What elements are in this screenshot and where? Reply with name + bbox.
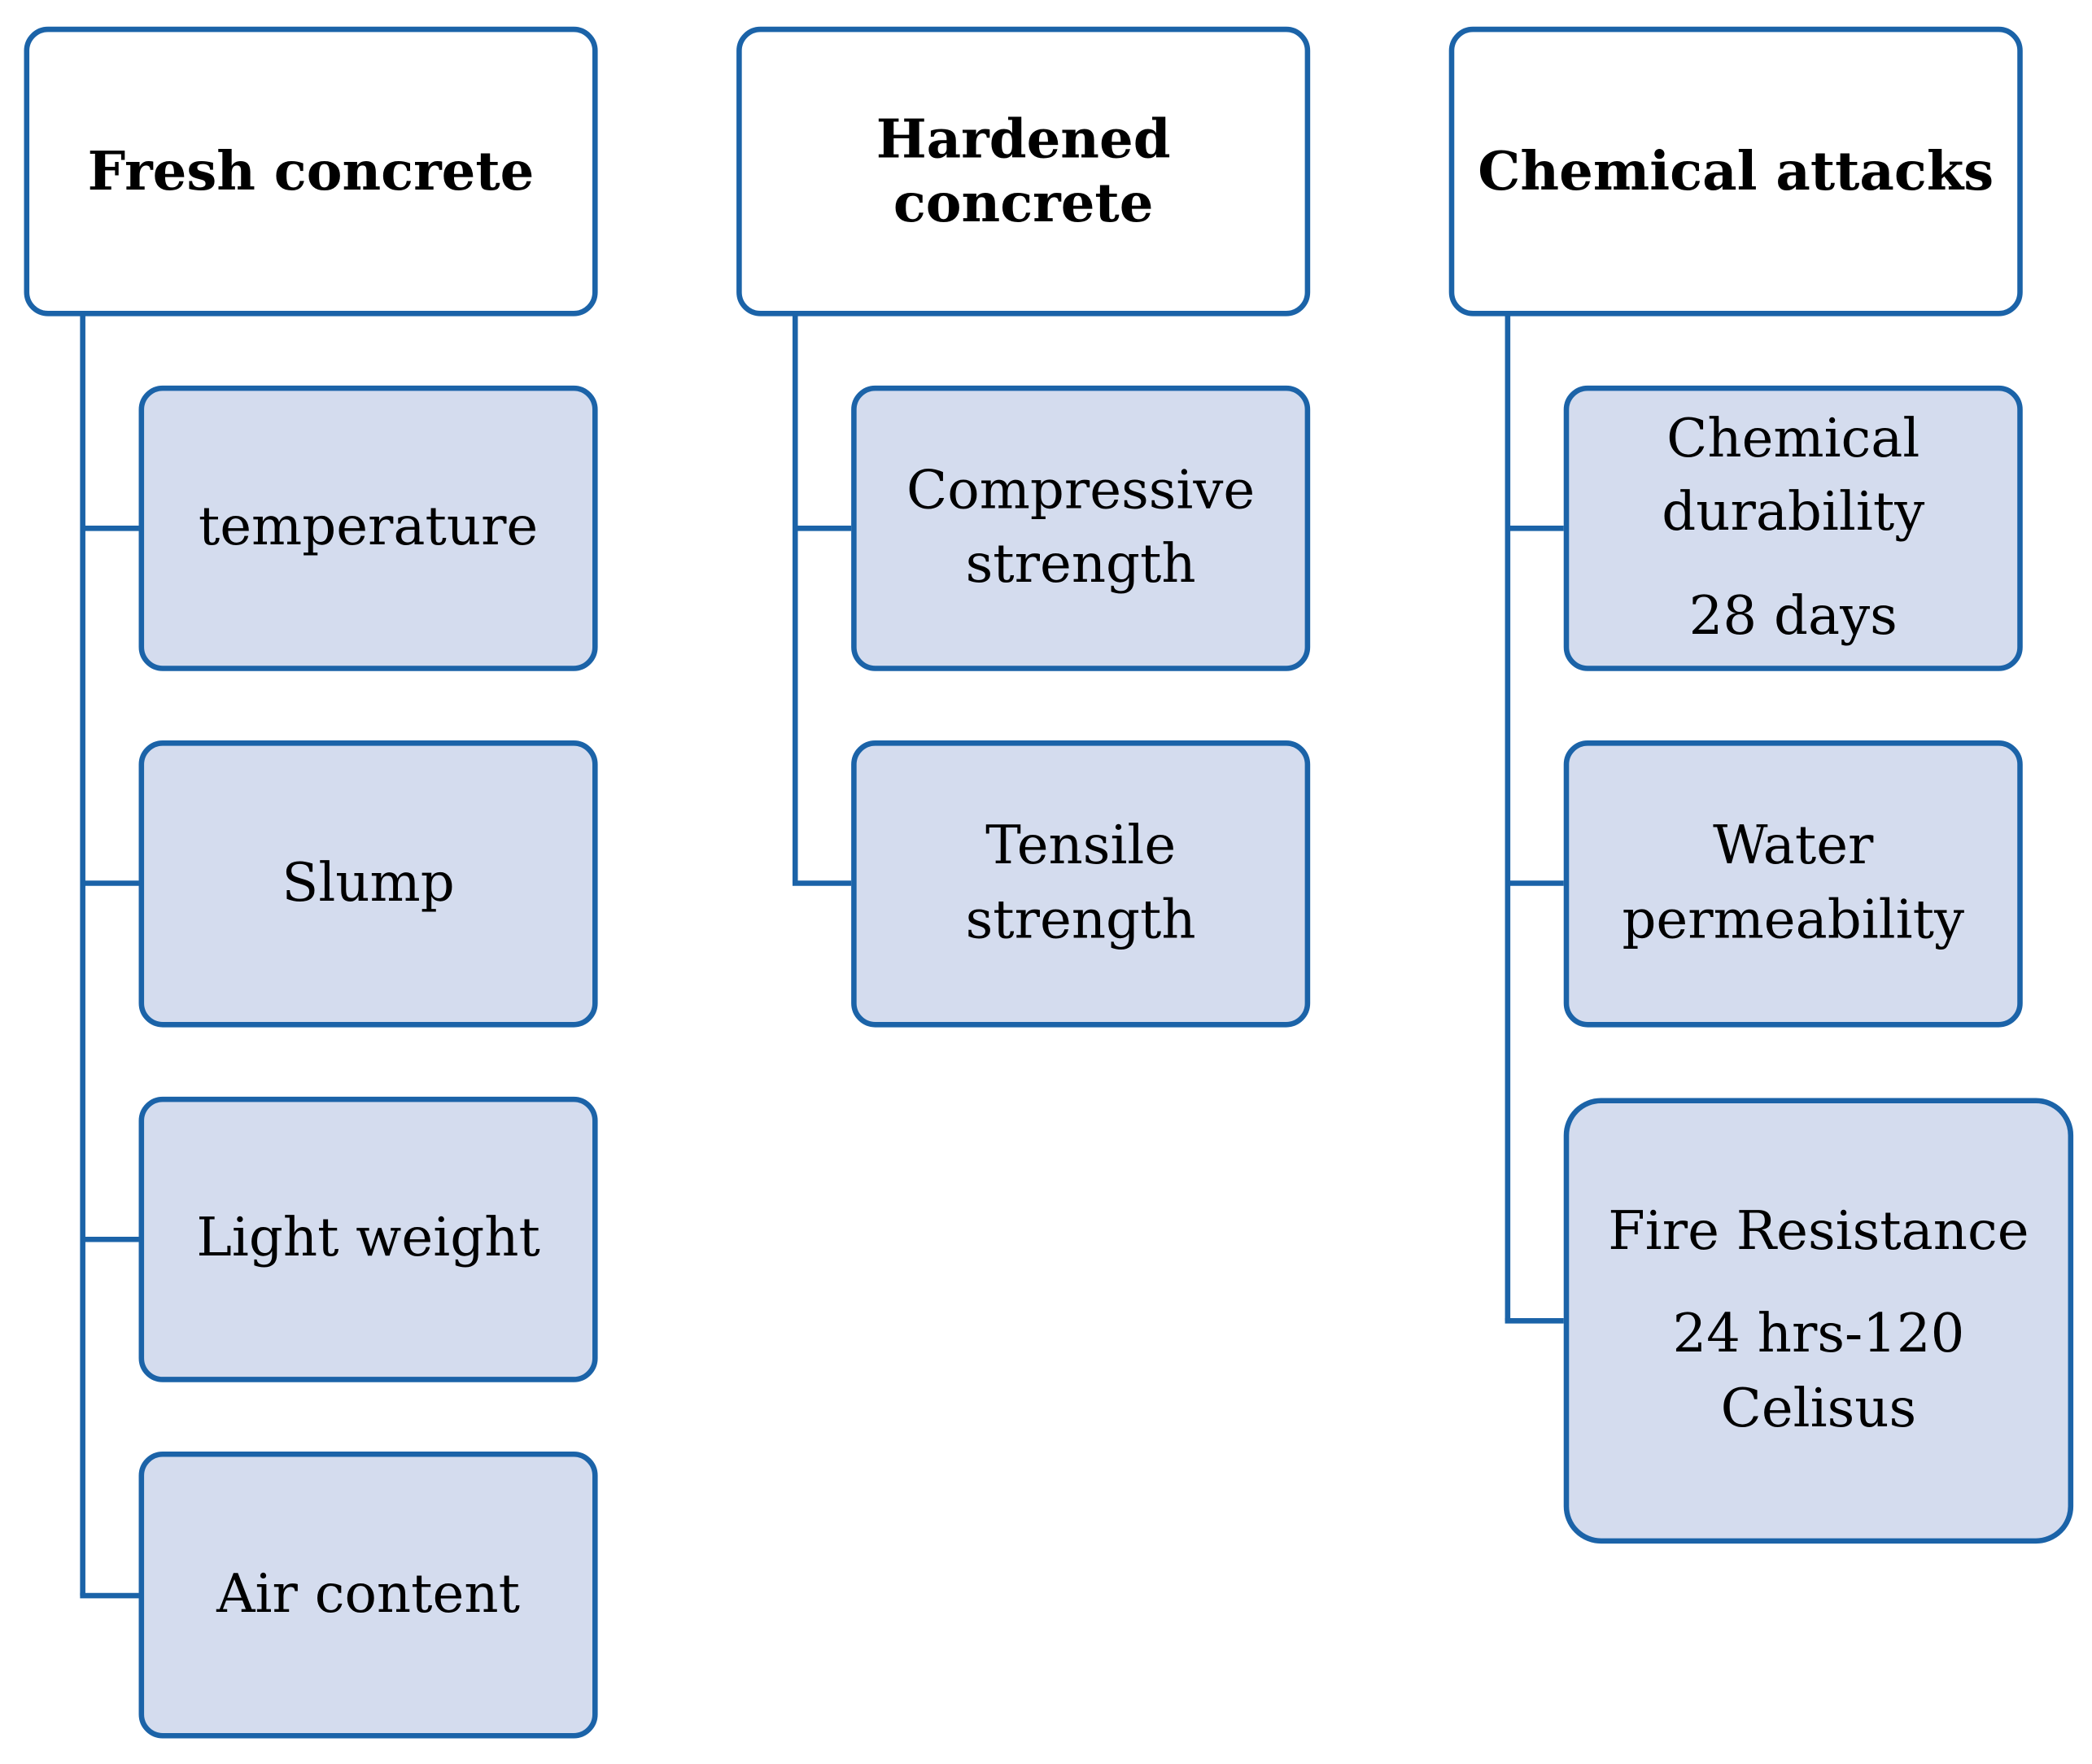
header-hardened-concrete: Hardened concrete bbox=[736, 26, 1311, 317]
item-light-weight: Light weight bbox=[138, 1096, 598, 1382]
item-compressive-strength: Compressive strength bbox=[851, 385, 1311, 671]
item-fire-resistance-duration: 24 hrs-120 bbox=[1672, 1303, 1965, 1366]
item-air-content: Air content bbox=[138, 1451, 598, 1739]
header-chemical-attacks-label: Chemical attacks bbox=[1478, 139, 1994, 203]
item-chemical-durability: Chemical durability 28 days bbox=[1563, 385, 2023, 671]
item-compressive-strength-line1: Compressive bbox=[906, 460, 1256, 522]
item-fire-resistance-label: Fire Resistance bbox=[1608, 1201, 2029, 1263]
item-fire-resistance-temperature: Celisus bbox=[1720, 1378, 1917, 1439]
item-slump-label: Slump bbox=[282, 852, 455, 915]
item-temperature: temperature bbox=[138, 385, 598, 671]
header-hardened-concrete-label: Hardened concrete bbox=[876, 107, 1171, 234]
header-fresh-concrete-label: Fresh concrete bbox=[87, 139, 535, 203]
item-light-weight-label: Light weight bbox=[196, 1207, 540, 1270]
item-fire-resistance: Fire Resistance 24 hrs-120 Celisus bbox=[1563, 1098, 2074, 1544]
header-fresh-concrete: Fresh concrete bbox=[24, 26, 598, 317]
item-slump: Slump bbox=[138, 740, 598, 1028]
item-tensile-strength-line2: strength bbox=[965, 889, 1196, 951]
item-chemical-durability-period: 28 days bbox=[1688, 585, 1898, 647]
item-water-permeability-line2: permeability bbox=[1622, 889, 1965, 951]
item-temperature-label: temperature bbox=[198, 496, 539, 559]
item-water-permeability-line1: Water bbox=[1713, 815, 1874, 877]
item-tensile-strength: Tensile strength bbox=[851, 740, 1311, 1028]
item-compressive-strength-line2: strength bbox=[965, 533, 1196, 596]
item-chemical-durability-line1: Chemical bbox=[1666, 408, 1920, 470]
item-air-content-label: Air content bbox=[216, 1563, 520, 1626]
item-water-permeability: Water permeability bbox=[1563, 740, 2023, 1028]
header-chemical-attacks: Chemical attacks bbox=[1448, 26, 2023, 317]
item-chemical-durability-line2: durability bbox=[1662, 482, 1925, 544]
item-tensile-strength-line1: Tensile bbox=[985, 815, 1177, 877]
